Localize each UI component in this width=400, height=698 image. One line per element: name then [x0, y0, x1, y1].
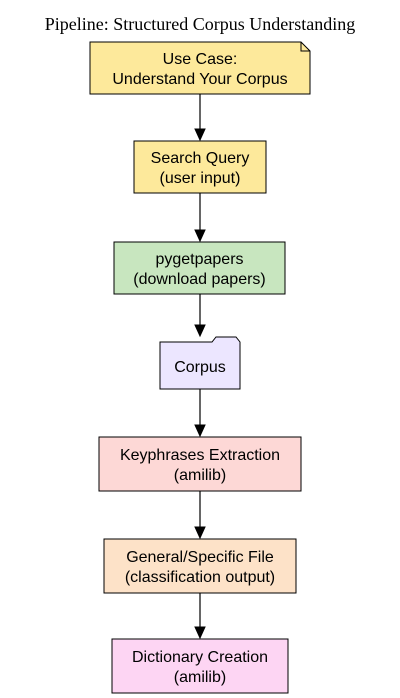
node-corpus: Corpus: [159, 336, 241, 390]
node-general-specific: General/Specific File (classification out…: [103, 538, 297, 594]
edges-layer: [194, 94, 206, 640]
arrowhead: [194, 128, 206, 142]
box-shape: [133, 140, 267, 194]
node-label: Use Case:: [163, 51, 238, 68]
node-label: (amilib): [174, 467, 226, 484]
node-label: General/Specific File: [126, 549, 274, 566]
node-label: Understand Your Corpus: [112, 71, 287, 88]
arrowhead: [194, 526, 206, 540]
arrowhead: [194, 324, 206, 338]
node-label: Search Query: [151, 150, 250, 167]
node-use-case: Use Case: Understand Your Corpus: [89, 41, 311, 95]
edge-general-specific-to-dictionary: [194, 593, 206, 640]
note-fold: [300, 42, 310, 52]
node-pygetpapers: pygetpapers (download papers): [113, 241, 286, 295]
edge-search-query-to-pygetpapers: [194, 193, 206, 243]
node-label: Corpus: [174, 359, 226, 376]
folder-shape: [159, 336, 241, 390]
node-label: pygetpapers: [155, 251, 243, 268]
node-label: (amilib): [174, 669, 226, 686]
note-shape: [89, 41, 311, 95]
box-shape: [98, 436, 302, 492]
arrowhead: [194, 626, 206, 640]
edge-keyphrases-to-general-specific: [194, 491, 206, 540]
edge-use-case-to-search-query: [194, 94, 206, 142]
box-shape: [111, 638, 289, 694]
diagram-title: Pipeline: Structured Corpus Understandin…: [45, 14, 355, 34]
arrowhead: [194, 229, 206, 243]
edge-corpus-to-keyphrases: [194, 389, 206, 438]
node-dictionary: Dictionary Creation (amilib): [111, 638, 289, 694]
box-shape: [113, 241, 286, 295]
node-label: Dictionary Creation: [132, 649, 268, 666]
node-label: (download papers): [133, 271, 266, 288]
arrowhead: [194, 424, 206, 438]
node-search-query: Search Query (user input): [133, 140, 267, 194]
node-label: Keyphrases Extraction: [120, 447, 280, 464]
node-keyphrases: Keyphrases Extraction (amilib): [98, 436, 302, 492]
box-shape: [103, 538, 297, 594]
node-label: (user input): [160, 170, 241, 187]
node-label: (classification output): [125, 569, 275, 586]
edge-pygetpapers-to-corpus: [194, 294, 206, 338]
